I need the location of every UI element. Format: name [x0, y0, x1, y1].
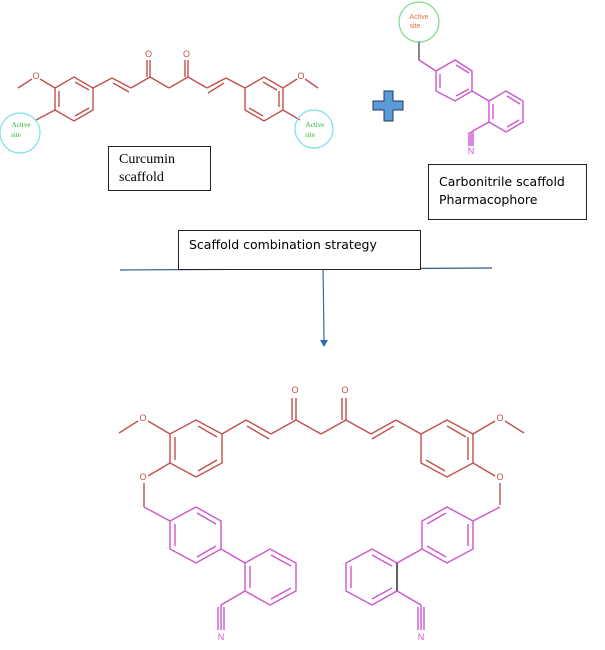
oxygen-label: O [139, 472, 146, 482]
curcumin-label-line: Curcumin [119, 152, 175, 167]
active-site-right: Active site [294, 109, 334, 149]
strategy-label: Scaffold combination strategy [189, 237, 377, 252]
oxygen-label: O [496, 413, 503, 423]
active-site-label: Active [12, 121, 31, 129]
active-site-label: Active [409, 14, 428, 21]
active-site-top: Active site [398, 1, 440, 43]
arrow-line [322, 263, 325, 341]
right-ring [244, 76, 284, 122]
strategy-label-box: Scaffold combination strategy [178, 230, 421, 270]
oxygen-label: O [183, 49, 190, 59]
nitrogen-label: N [468, 146, 475, 156]
curcumin-scaffold-top: O O O O [17, 49, 319, 122]
oxygen-label: O [341, 385, 348, 395]
oxygen-label: O [32, 71, 39, 81]
curcumin-label-box: Curcumin scaffold [108, 146, 211, 191]
carbonitrile-label-line: Carbonitrile scaffold [439, 174, 565, 189]
nitrogen-label: N [418, 632, 425, 642]
oxygen-label: O [145, 49, 152, 59]
nitrogen-label: N [218, 632, 225, 642]
oxygen-label: O [291, 385, 298, 395]
active-site-label: site [11, 131, 21, 139]
oxygen-label: O [297, 71, 304, 81]
active-site-label: site [305, 131, 315, 139]
oxygen-label: O [496, 472, 503, 482]
arrow-head-icon [320, 340, 328, 347]
carbonitrile-scaffold-top: N [418, 42, 524, 156]
plus-icon [372, 90, 404, 122]
carbonitrile-label-line: Pharmacophore [439, 192, 538, 207]
curcumin-label-line: scaffold [119, 170, 164, 185]
combined-molecule: O O O O O O [118, 385, 525, 642]
carbonitrile-label-box: Carbonitrile scaffold Pharmacophore [428, 164, 587, 220]
active-site-left: Active site [0, 112, 41, 154]
active-site-label: site [410, 23, 421, 30]
left-ring [54, 76, 94, 122]
active-site-label: Active [306, 121, 325, 129]
oxygen-label: O [139, 413, 146, 423]
